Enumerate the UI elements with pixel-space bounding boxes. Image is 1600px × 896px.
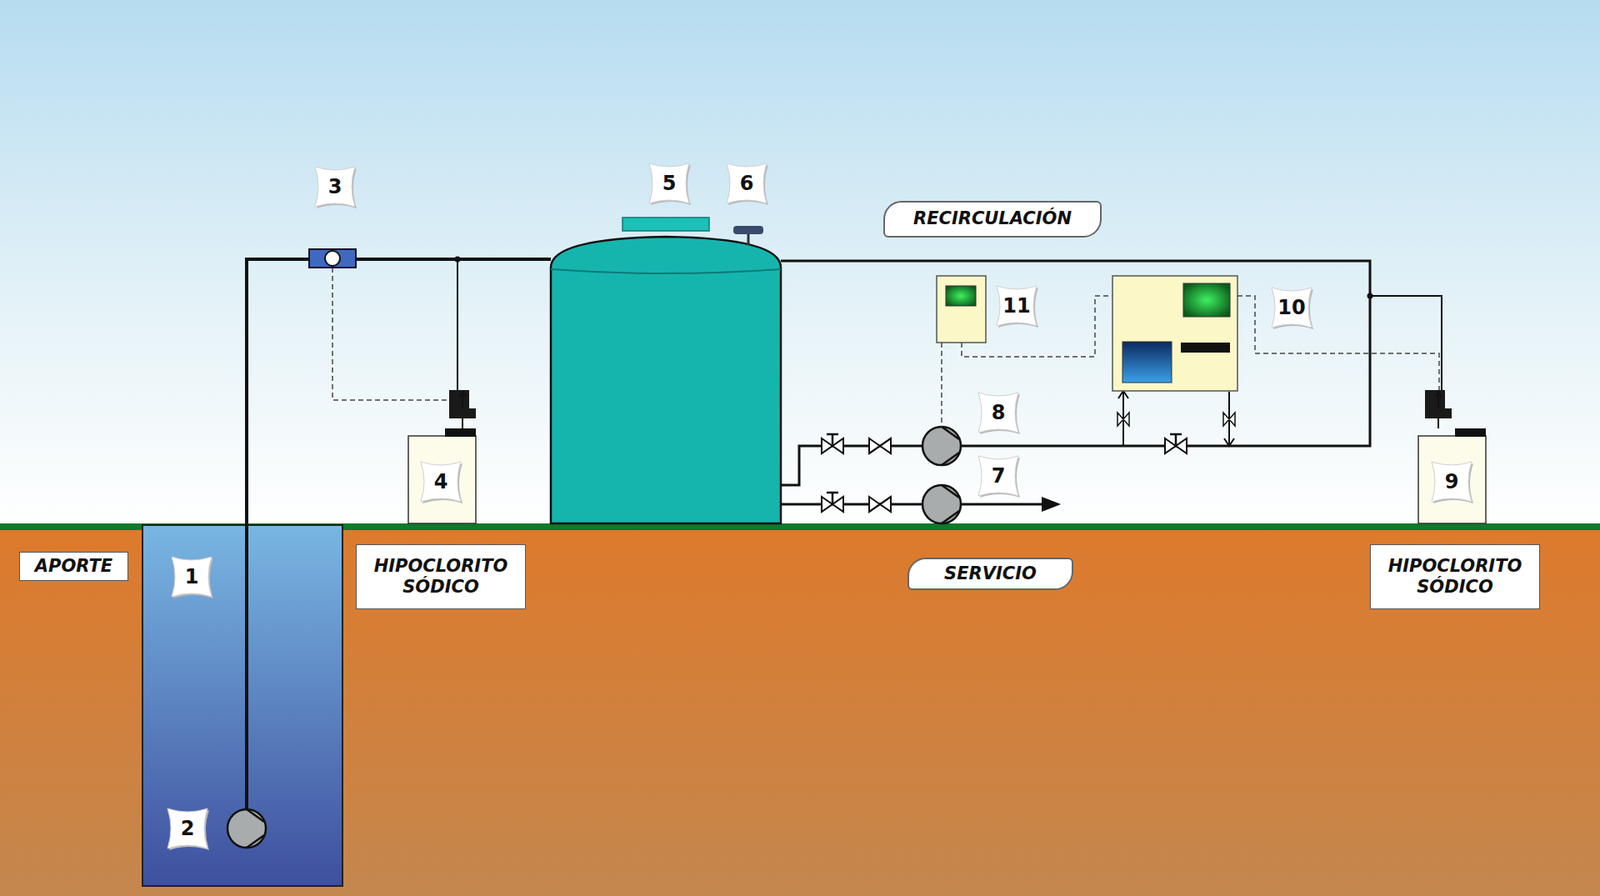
- callout-number: 7: [991, 464, 1006, 488]
- callout-badge: 10: [1268, 284, 1315, 331]
- node-text: HIPOCLORITO SÓDICO: [1379, 555, 1531, 598]
- callout-number: 8: [991, 400, 1006, 425]
- callout-badge: 1: [168, 553, 215, 600]
- section-banner: SERVICIO: [907, 557, 1074, 590]
- callout-number: 1: [185, 565, 200, 589]
- label-box: HIPOCLORITO SÓDICO: [355, 544, 526, 610]
- callout-badge: 9: [1428, 458, 1475, 505]
- callout-number: 6: [740, 171, 755, 195]
- callout-badge: 2: [164, 805, 211, 852]
- callout-badge: 5: [645, 160, 693, 207]
- callout-number: 9: [1445, 470, 1460, 494]
- callout-number: 3: [328, 175, 343, 199]
- callout-badge: 3: [311, 163, 359, 210]
- callout-number: 2: [180, 816, 195, 840]
- callout-number: 4: [434, 470, 449, 494]
- callout-number: 5: [662, 171, 677, 195]
- node-text: HIPOCLORITO SÓDICO: [365, 555, 517, 598]
- callout-badge: 11: [993, 282, 1040, 330]
- node-text: RECIRCULACIÓN: [913, 208, 1072, 230]
- callout-badge: 6: [723, 160, 770, 207]
- callout-badge: 8: [975, 389, 1022, 436]
- callout-number: 10: [1277, 295, 1305, 320]
- node-text: APORTE: [35, 555, 113, 577]
- callout-number: 11: [1002, 294, 1030, 318]
- label-box: APORTE: [19, 551, 129, 581]
- callout-badge: 4: [417, 458, 465, 505]
- label-box: HIPOCLORITO SÓDICO: [1370, 544, 1540, 610]
- node-text: SERVICIO: [944, 563, 1037, 585]
- section-banner: RECIRCULACIÓN: [883, 200, 1102, 238]
- callout-badge: 7: [975, 452, 1022, 500]
